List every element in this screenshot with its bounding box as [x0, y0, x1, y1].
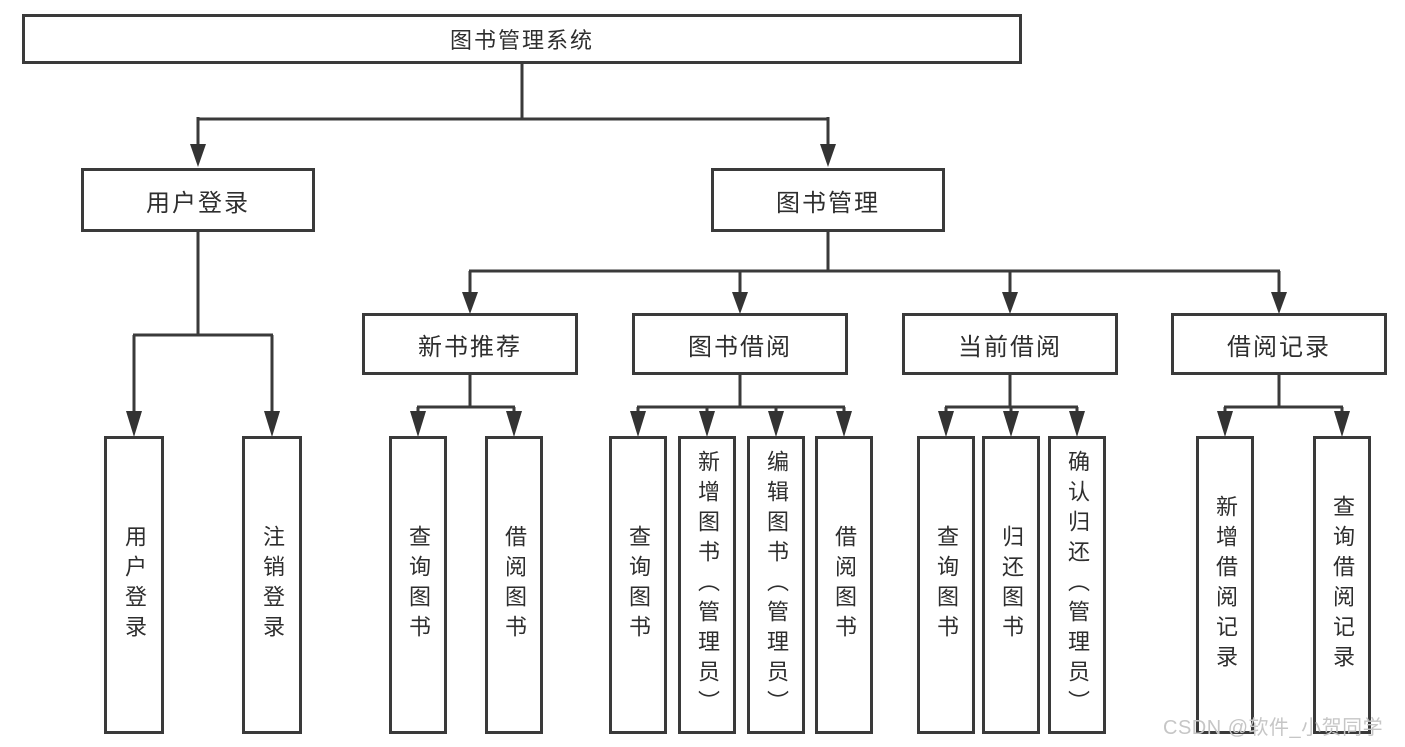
arrowhead: [1002, 292, 1018, 314]
node-book-management-branch: 图书管理: [711, 168, 945, 232]
arrowhead: [938, 411, 954, 437]
node-leaf-borrow-books-1: 借阅图书: [485, 436, 543, 734]
arrowhead: [820, 144, 836, 167]
connector-root-to-level2: [196, 64, 830, 146]
node-new-book-recommendation: 新书推荐: [362, 313, 578, 375]
arrowhead: [836, 411, 852, 437]
arrowhead: [126, 411, 142, 437]
node-leaf-query-books-2: 查询图书: [609, 436, 667, 734]
arrowhead: [1003, 411, 1019, 437]
node-current-borrowing: 当前借阅: [902, 313, 1118, 375]
node-library-management-system: 图书管理系统: [22, 14, 1022, 64]
node-leaf-add-books-admin: 新增图书（管理员）: [678, 436, 736, 734]
arrowhead: [506, 411, 522, 437]
connector-borrowrecord-to-leaves: [1223, 374, 1344, 413]
node-user-login-branch: 用户登录: [81, 168, 315, 232]
connector-bookmgmt-to-level3: [468, 231, 1281, 293]
node-borrowing-records: 借阅记录: [1171, 313, 1387, 375]
node-book-borrowing: 图书借阅: [632, 313, 848, 375]
arrowhead: [462, 292, 478, 314]
arrowhead: [410, 411, 426, 437]
csdn-watermark: CSDN @软件_小贺同学: [1163, 717, 1384, 739]
node-leaf-add-borrow-record: 新增借阅记录: [1196, 436, 1254, 734]
arrowhead: [630, 411, 646, 437]
arrowhead: [768, 411, 784, 437]
node-leaf-edit-books-admin: 编辑图书（管理员）: [747, 436, 805, 734]
node-leaf-confirm-return-admin: 确认归还（管理员）: [1048, 436, 1106, 734]
arrowhead: [1217, 411, 1233, 437]
arrowhead: [732, 292, 748, 314]
node-leaf-borrow-books-2: 借阅图书: [815, 436, 873, 734]
node-leaf-query-books-3: 查询图书: [917, 436, 975, 734]
arrowhead: [1334, 411, 1350, 437]
arrowhead: [1271, 292, 1287, 314]
connector-bookborrow-to-leaves: [636, 374, 846, 413]
arrowheads: [126, 144, 1350, 437]
arrowhead: [699, 411, 715, 437]
node-leaf-query-books-1: 查询图书: [389, 436, 447, 734]
node-leaf-user-login: 用户登录: [104, 436, 164, 734]
arrowhead: [264, 411, 280, 437]
connector-newbook-to-leaves: [416, 374, 516, 413]
connector-currentborrow-to-leaves: [944, 374, 1079, 413]
arrowhead: [190, 144, 206, 167]
node-leaf-query-borrow-record: 查询借阅记录: [1313, 436, 1371, 734]
node-leaf-logout: 注销登录: [242, 436, 302, 734]
arrowhead: [1069, 411, 1085, 437]
node-leaf-return-books: 归还图书: [982, 436, 1040, 734]
connector-userlogin-to-leaves: [132, 231, 274, 413]
